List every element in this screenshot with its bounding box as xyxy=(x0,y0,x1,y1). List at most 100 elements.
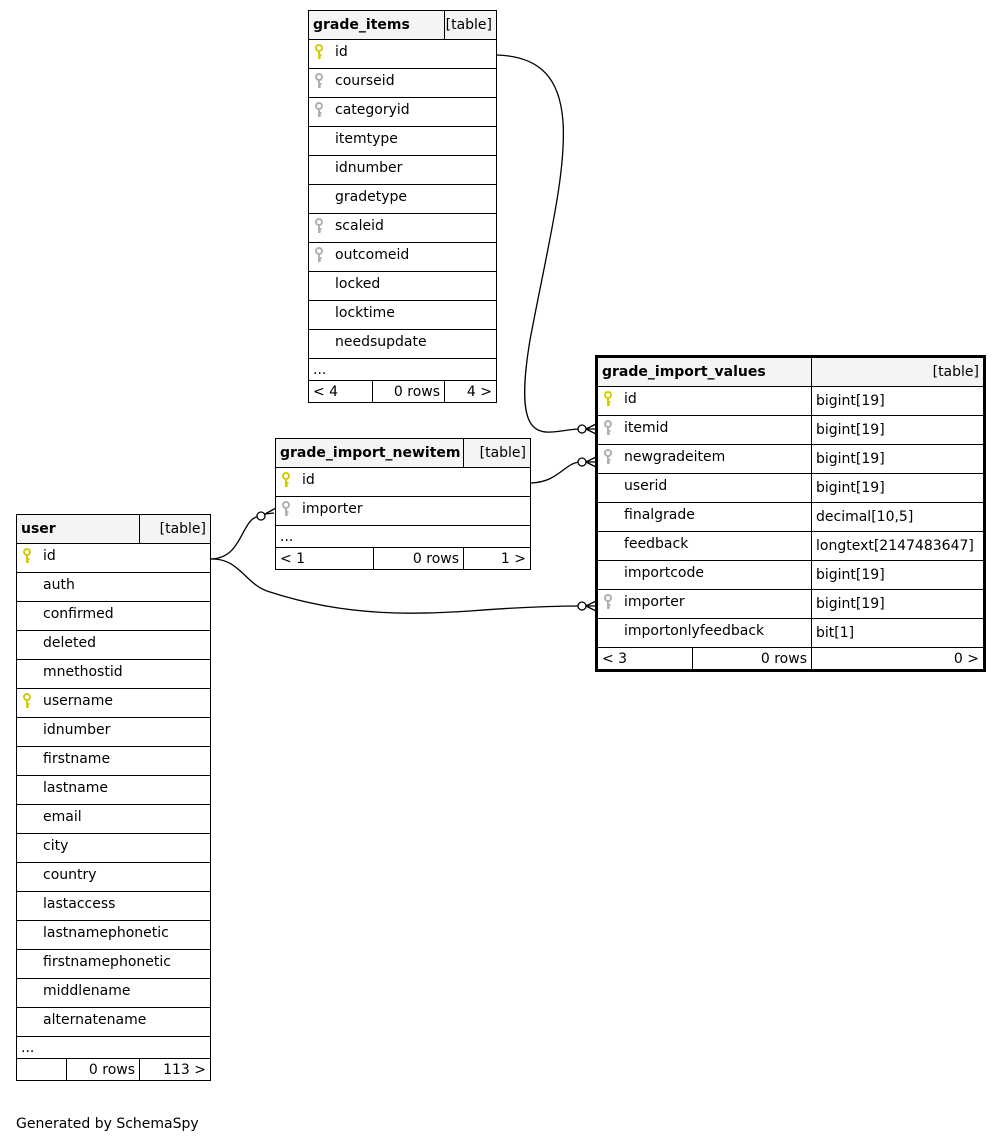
column-cell[interactable]: idnumber xyxy=(307,155,498,185)
column-row[interactable]: alternatename xyxy=(15,1007,212,1037)
column-row[interactable]: scaleid xyxy=(307,213,498,243)
column-row[interactable]: id xyxy=(274,467,532,497)
column-cell[interactable]: mnethostid xyxy=(15,659,212,689)
column-row[interactable]: itemtype xyxy=(307,126,498,156)
column-cell[interactable]: importcode xyxy=(596,560,812,590)
column-cell[interactable]: deleted xyxy=(15,630,212,660)
column-cell[interactable]: importonlyfeedback xyxy=(596,618,812,648)
column-cell[interactable]: idnumber xyxy=(15,717,212,747)
column-cell[interactable]: feedback xyxy=(596,531,812,561)
column-row[interactable]: mnethostid xyxy=(15,659,212,689)
column-cell[interactable]: middlename xyxy=(15,978,212,1008)
column-row[interactable]: country xyxy=(15,862,212,892)
column-row[interactable]: id xyxy=(307,39,498,69)
children-count[interactable]: 1 > xyxy=(463,547,532,570)
column-row[interactable]: auth xyxy=(15,572,212,602)
column-row[interactable]: outcomeid xyxy=(307,242,498,272)
column-row[interactable]: lastnamephonetic xyxy=(15,920,212,950)
column-row[interactable]: locktime xyxy=(307,300,498,330)
column-cell[interactable]: country xyxy=(15,862,212,892)
column-row[interactable]: needsupdate xyxy=(307,329,498,359)
table-name[interactable]: grade_items xyxy=(307,10,446,40)
column-cell[interactable]: needsupdate xyxy=(307,329,498,359)
column-row[interactable]: deleted xyxy=(15,630,212,660)
column-cell[interactable]: email xyxy=(15,804,212,834)
column-row[interactable]: locked xyxy=(307,271,498,301)
parents-count[interactable]: < 3 xyxy=(596,647,693,671)
no-key-spacer xyxy=(21,750,43,768)
column-cell[interactable]: id xyxy=(274,467,532,497)
column-cell[interactable]: lastaccess xyxy=(15,891,212,921)
column-cell[interactable]: alternatename xyxy=(15,1007,212,1037)
column-cell[interactable]: locktime xyxy=(307,300,498,330)
table-name[interactable]: grade_import_newitem xyxy=(274,438,465,468)
column-row[interactable]: email xyxy=(15,804,212,834)
column-cell[interactable]: categoryid xyxy=(307,97,498,127)
parents-count[interactable]: < 1 xyxy=(275,547,374,570)
column-cell[interactable]: importer xyxy=(274,496,532,526)
column-cell[interactable]: locked xyxy=(307,271,498,301)
column-row[interactable]: gradetype xyxy=(307,184,498,214)
column-cell[interactable]: lastname xyxy=(15,775,212,805)
column-row[interactable]: categoryid xyxy=(307,97,498,127)
column-cell[interactable]: newgradeitem xyxy=(596,444,812,474)
column-row[interactable]: confirmed xyxy=(15,601,212,631)
column-row[interactable]: firstnamephonetic xyxy=(15,949,212,979)
children-count[interactable]: 0 > xyxy=(811,647,985,671)
column-row[interactable]: firstname xyxy=(15,746,212,776)
column-cell[interactable]: itemid xyxy=(596,415,812,445)
column-cell[interactable]: userid xyxy=(596,473,812,503)
column-name: importer xyxy=(302,501,363,517)
parents-count[interactable]: < 4 xyxy=(308,380,373,403)
column-label: firstnamephonetic xyxy=(21,953,171,971)
column-cell[interactable]: city xyxy=(15,833,212,863)
column-cell[interactable]: id xyxy=(307,39,498,69)
column-row[interactable]: idnumber xyxy=(15,717,212,747)
column-row[interactable]: id xyxy=(15,543,212,573)
column-cell[interactable]: lastnamephonetic xyxy=(15,920,212,950)
column-cell[interactable]: username xyxy=(15,688,212,718)
column-row[interactable]: lastname xyxy=(15,775,212,805)
column-name: city xyxy=(43,838,69,854)
column-cell[interactable]: confirmed xyxy=(15,601,212,631)
column-type: bit[1] xyxy=(811,618,985,648)
children-count[interactable]: 113 > xyxy=(139,1058,212,1081)
column-cell[interactable]: gradetype xyxy=(307,184,498,214)
column-row[interactable]: username xyxy=(15,688,212,718)
column-cell[interactable]: auth xyxy=(15,572,212,602)
table-name[interactable]: user xyxy=(15,514,141,544)
column-cell[interactable]: importer xyxy=(596,589,812,619)
column-cell[interactable]: id xyxy=(596,386,812,416)
children-count[interactable]: 4 > xyxy=(444,380,498,403)
column-row[interactable]: idnumber xyxy=(307,155,498,185)
column-row[interactable]: middlename xyxy=(15,978,212,1008)
column-cell[interactable]: scaleid xyxy=(307,213,498,243)
parents-count[interactable] xyxy=(16,1058,67,1081)
column-cell[interactable]: firstname xyxy=(15,746,212,776)
column-cell[interactable]: finalgrade xyxy=(596,502,812,532)
column-cell[interactable]: outcomeid xyxy=(307,242,498,272)
crowfoot-circle-importer xyxy=(577,601,587,611)
column-cell[interactable]: itemtype xyxy=(307,126,498,156)
column-row[interactable]: city xyxy=(15,833,212,863)
column-row[interactable]: lastaccess xyxy=(15,891,212,921)
column-cell[interactable]: id xyxy=(15,543,212,573)
column-row[interactable]: courseid xyxy=(307,68,498,98)
column-cell[interactable]: firstnamephonetic xyxy=(15,949,212,979)
column-cell[interactable]: courseid xyxy=(307,68,498,98)
table-name[interactable]: grade_import_values xyxy=(596,356,812,387)
column-row[interactable]: importer xyxy=(274,496,532,526)
